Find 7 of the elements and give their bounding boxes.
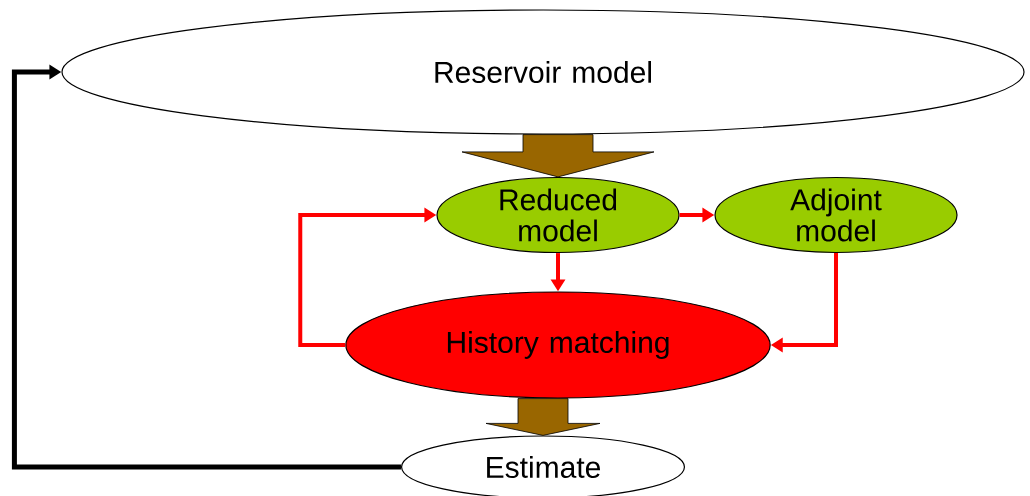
ellipse-node: Reservoir model xyxy=(61,9,1025,135)
arrow xyxy=(11,64,401,470)
ellipse-node: Reduced model xyxy=(436,176,680,254)
block-arrow xyxy=(461,134,655,178)
ellipse-node: History matching xyxy=(345,291,771,399)
ellipse-node: Adjoint model xyxy=(714,176,958,254)
block-arrow xyxy=(485,398,601,436)
